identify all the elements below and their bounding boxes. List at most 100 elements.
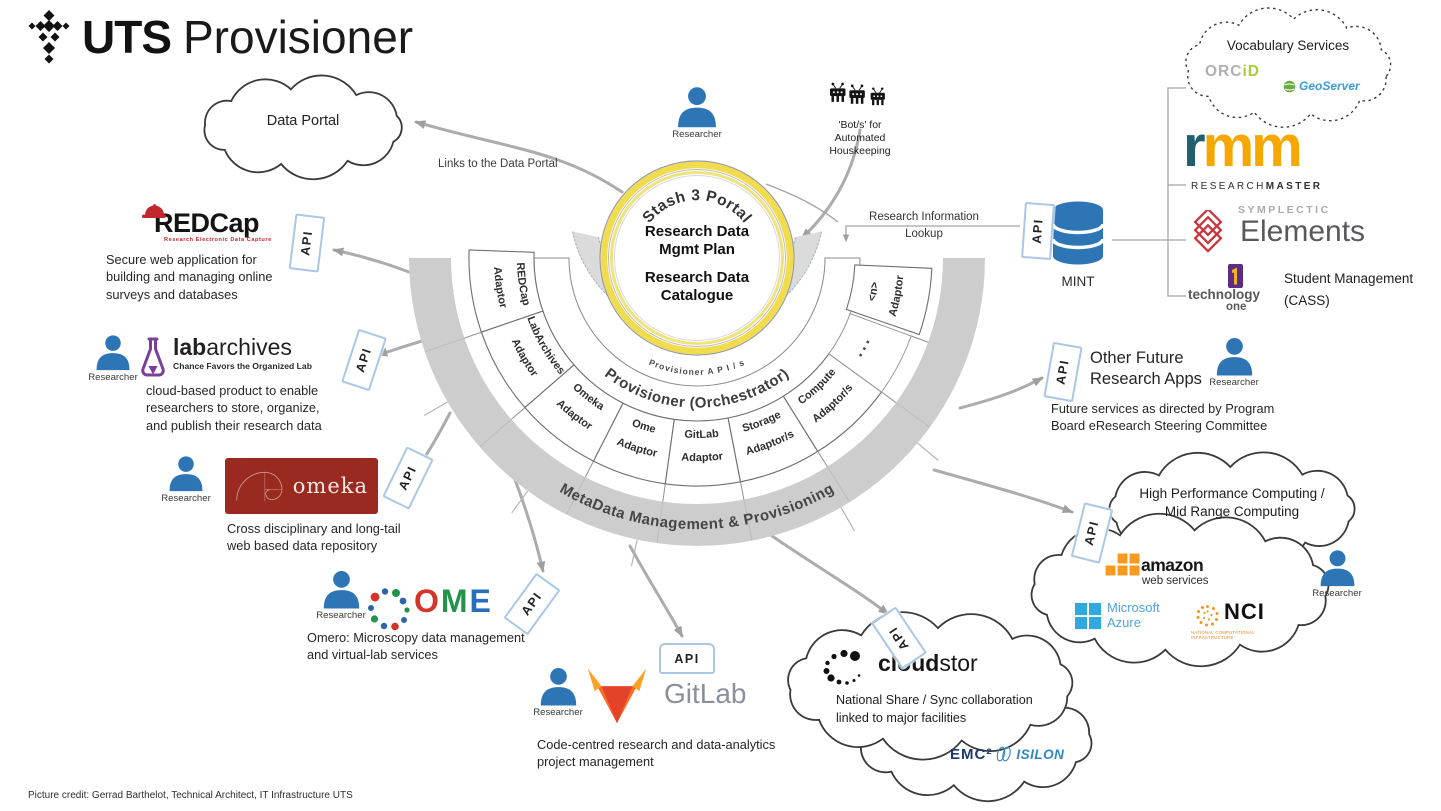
- rm-word-master: MASTER: [1265, 181, 1323, 192]
- labarchives-desc: and publish their research data: [146, 417, 322, 433]
- mint-label: MINT: [1061, 274, 1095, 289]
- clouds: [203, 7, 1392, 803]
- aws-boxes-icon: [1104, 552, 1141, 577]
- uts-logo: [28, 10, 70, 64]
- gitlab-desc-block: Code-centred research and data-analytics…: [537, 736, 775, 771]
- ome-desc-block: Omero: Microscopy data management and vi…: [307, 629, 525, 664]
- arrow-data-portal: [414, 120, 624, 194]
- other-apps-desc-block: Future services as directed by Program B…: [1051, 400, 1274, 435]
- research-info-lookup-label: Research Information Lookup: [852, 209, 996, 242]
- geoserver-logo: GeoServer: [1283, 79, 1360, 93]
- line-mint-lookup: [842, 225, 1020, 243]
- arrow-ome: [512, 475, 546, 573]
- tp-an4: GitLab: [684, 428, 720, 441]
- plan-line: Research Data: [644, 223, 750, 240]
- symplectic-diamonds-icon: [1193, 210, 1223, 253]
- researcher-labarchives: Researcher: [77, 334, 149, 383]
- cloud-vocabulary-services: [1185, 7, 1392, 128]
- orcid-logo-grey: ORC: [1205, 63, 1243, 80]
- cloud-data-portal: [203, 74, 403, 181]
- metadata-band: [409, 258, 985, 546]
- gitlab-logo-text: GitLab: [664, 678, 747, 709]
- ome-letter-m: M: [440, 583, 470, 619]
- header: UTS Provisioner: [26, 8, 413, 66]
- other-apps-desc: Board eResearch Steering Committee: [1051, 418, 1268, 434]
- lookup-line: Lookup: [905, 227, 943, 240]
- emc-logo-text: EMC²: [950, 745, 993, 763]
- picture-credit: Picture credit: Gerrad Barthelot, Techni…: [28, 790, 353, 801]
- orcid-logo-green: iD: [1242, 63, 1260, 80]
- api-tag-label: API: [396, 463, 420, 493]
- api-tag-label: API: [518, 589, 546, 619]
- researcher-icon: [540, 668, 576, 706]
- api-tag-label: API: [353, 345, 375, 375]
- researcher-omeka: Researcher: [150, 455, 222, 504]
- ome-letter-e: E: [469, 583, 493, 619]
- other-apps-desc: Future services as directed by Program: [1051, 401, 1275, 416]
- hpc-title-line: High Performance Computing /: [1139, 486, 1325, 501]
- redcap-tagline: Research Electronic Data Capture: [164, 237, 272, 243]
- technology-one-icon: [1228, 264, 1243, 288]
- labarchives-logo-rest: archives: [206, 334, 292, 360]
- researcher-label: Researcher: [88, 372, 138, 383]
- api-tag-label: API: [298, 229, 316, 257]
- geoserver-globe-icon: [1283, 80, 1296, 92]
- catalogue-line: Catalogue: [660, 287, 734, 304]
- researcher-icon: [1320, 550, 1354, 587]
- vocab-title: Vocabulary Services: [1226, 38, 1350, 53]
- api-tag-label: API: [1082, 519, 1102, 547]
- data-portal-label: Data Portal: [266, 113, 340, 129]
- research-master-wordmark: RESEARCHMASTER: [1191, 181, 1322, 192]
- labarchives-desc: researchers to store, organize,: [146, 400, 320, 416]
- tp-apiband: Provisioner A P I / s: [648, 357, 747, 377]
- other-apps-title-line: Other Future: [1090, 349, 1184, 367]
- arrow-bots: [800, 128, 862, 240]
- researcher-other-apps: Researcher: [1198, 337, 1270, 388]
- nci-logo-text: NCI: [1224, 599, 1265, 624]
- omeka-logo-text: omeka: [292, 474, 368, 498]
- redcap-cap-icon: [142, 204, 166, 218]
- ome-desc: Omero: Microscopy data management: [307, 630, 525, 645]
- emc-isilon-logo: EMC² ISILON: [950, 745, 1064, 763]
- isilon-rings-icon: [997, 746, 1012, 762]
- gitlab-tanuki-icon: [587, 668, 647, 724]
- adaptor-segment-ellipsis: [828, 313, 912, 393]
- orcid-logo: ORCiD: [1205, 63, 1260, 81]
- arrow-cloudstor: [770, 534, 890, 616]
- cloudstor-logo-rest: stor: [939, 650, 978, 676]
- gitlab-desc: Code-centred research and data-analytics: [537, 737, 776, 752]
- isilon-logo-text: ISILON: [1016, 746, 1065, 762]
- bots-line: Houskeeping: [829, 144, 891, 157]
- hpc-title: High Performance Computing / Mid Range C…: [1107, 485, 1357, 520]
- rm-letter-r: r: [1183, 114, 1206, 179]
- researcher-icon: [169, 456, 203, 492]
- researcher-icon: [1216, 338, 1252, 376]
- omeka-node: omeka Cross disciplinary and long-tail w…: [225, 458, 401, 555]
- api-tag-mint: API: [1021, 202, 1055, 260]
- adaptor-segment-n: [845, 264, 933, 336]
- nci-logo-sub: NATIONAL COMPUTATIONAL INFRASTRUCTURE: [1191, 630, 1255, 640]
- arrow-other-apps: [958, 376, 1044, 410]
- cloudstor-desc: National Share / Sync collaboration: [836, 693, 1033, 707]
- bots-node: 'Bot/s' for Automated Houskeeping: [816, 82, 904, 157]
- labarchives-logo-bold: lab: [173, 334, 207, 360]
- ome-logo-text: OME: [414, 583, 493, 620]
- nci-swirl-icon: [1196, 605, 1219, 627]
- microsoft-text: Microsoft: [1107, 600, 1160, 615]
- research-data-catalogue: Research Data Catalogue: [612, 269, 782, 305]
- hpc-title-line: Mid Range Computing: [1164, 503, 1300, 519]
- tp-an7: <n>: [866, 281, 881, 302]
- gitlab-desc: project management: [537, 754, 654, 770]
- api-tag-label: API: [674, 651, 700, 666]
- api-tag-gitlab: API: [659, 643, 715, 674]
- geoserver-logo-text: GeoServer: [1299, 79, 1360, 93]
- tp-at4: Adaptor: [681, 450, 724, 464]
- student-management-label: Student Management (CASS): [1284, 268, 1413, 311]
- ome-dots-icon: [368, 588, 410, 631]
- api-tag-label: API: [1030, 217, 1046, 245]
- brand-text: UTS: [82, 11, 172, 63]
- page-title: Provisioner: [183, 11, 414, 63]
- technology-one-word: technology: [1188, 287, 1261, 302]
